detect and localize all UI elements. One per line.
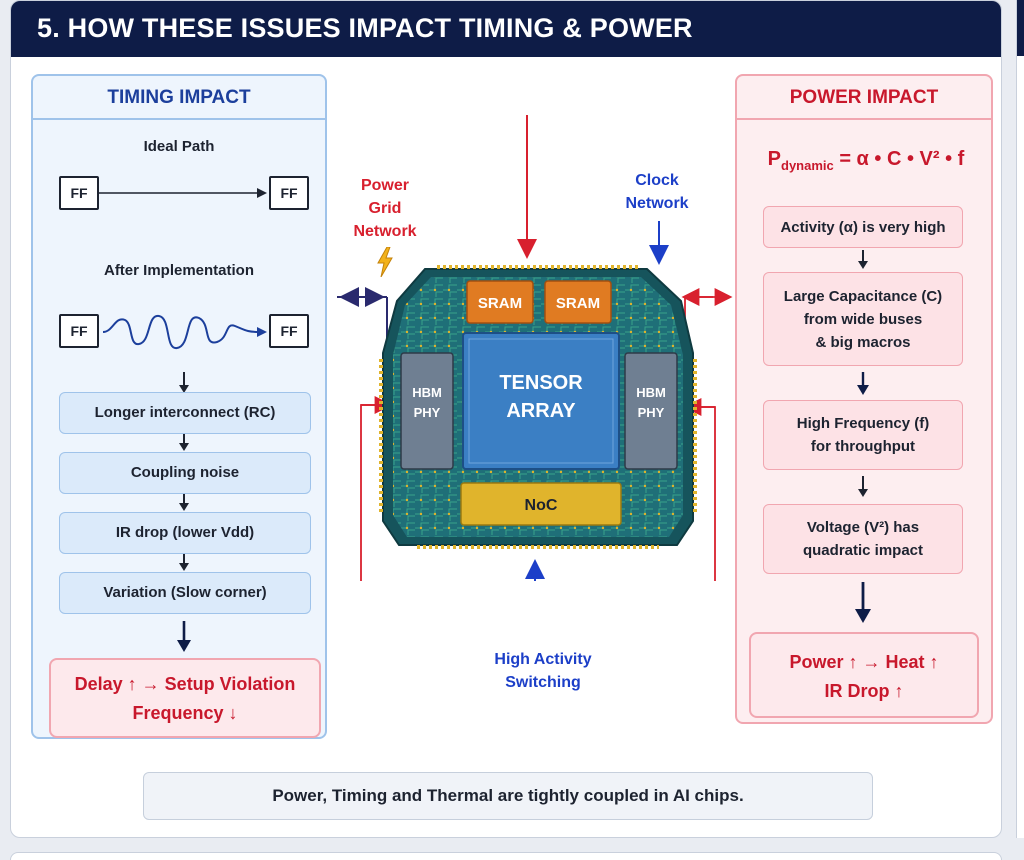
after-ff-start: FF — [59, 314, 99, 348]
power-panel-title: POWER IMPACT — [737, 76, 991, 120]
footer-summary: Power, Timing and Thermal are tightly co… — [143, 772, 873, 820]
hbm-phy-block-right — [624, 352, 678, 470]
timing-step-coupling-noise: Coupling noise — [59, 452, 311, 494]
after-ff-end: FF — [269, 314, 309, 348]
tensor-label-1: TENSOR — [499, 372, 583, 394]
dynamic-power-formula: Pdynamic = α • C • V² • f — [767, 148, 965, 173]
sram-block-left — [466, 280, 534, 324]
tensor-label-2: ARRAY — [506, 400, 576, 422]
power-step-capacitance: Large Capacitance (C) from wide buses & … — [763, 272, 963, 366]
timing-panel-title: TIMING IMPACT — [33, 76, 325, 120]
next-card-edge — [10, 852, 1002, 860]
timing-arrow-down-4 — [179, 554, 189, 571]
section-title: 5. HOW THESE ISSUES IMPACT TIMING & POWE… — [11, 1, 1001, 57]
noc-label: NoC — [525, 497, 558, 514]
clock-network-label: Clock Network — [625, 172, 689, 212]
hbm-label-left-1: HBM — [412, 385, 442, 400]
timing-step-ir-drop: IR drop (lower Vdd) — [59, 512, 311, 554]
noc-block — [460, 482, 622, 526]
ideal-path-label: Ideal Path — [143, 138, 215, 155]
power-result-box: Power ↑ → Heat ↑ IR Drop ↑ — [749, 632, 979, 718]
timing-arrow-down-2 — [179, 434, 189, 451]
timing-arrow-down-result — [177, 621, 191, 652]
power-arrow-down-2 — [857, 372, 869, 395]
ideal-ff-end: FF — [269, 176, 309, 210]
timing-step-interconnect: Longer interconnect (RC) — [59, 392, 311, 434]
power-step-voltage: Voltage (V²) has quadratic impact — [763, 504, 963, 574]
after-implementation-label: After Implementation — [103, 262, 254, 279]
power-result-heat: Power ↑ → Heat ↑ — [789, 652, 939, 672]
ideal-ff-start: FF — [59, 176, 99, 210]
adjacent-card-edge — [1016, 0, 1024, 838]
power-arrow-down-result — [855, 582, 871, 623]
sram-label-right: SRAM — [556, 295, 600, 312]
timing-result-delay: Delay ↑ → Setup Violation — [74, 674, 296, 694]
tensor-array-block — [462, 332, 620, 470]
section-card: 5. HOW THESE ISSUES IMPACT TIMING & POWE… — [10, 0, 1002, 838]
ideal-path-arrow — [99, 188, 267, 198]
power-arrow-down-1 — [858, 250, 868, 269]
sram-label-left: SRAM — [478, 295, 522, 312]
power-grid-network-label: Power Grid Network — [353, 177, 417, 240]
ai-chip-diagram: SRAM SRAM HBM PHY HBM PHY TENSOR ARRAY N… — [337, 115, 733, 581]
power-arrow-down-3 — [858, 476, 868, 497]
sram-block-right — [544, 280, 612, 324]
high-activity-switching-label: High Activity Switching — [494, 651, 592, 691]
timing-arrow-down-1 — [179, 372, 189, 393]
power-result-ir-drop: IR Drop ↑ — [824, 681, 904, 701]
power-impact-panel: POWER IMPACT Pdynamic = α • C • V² • f A… — [735, 74, 993, 724]
power-step-frequency: High Frequency (f) for throughput — [763, 400, 963, 470]
noisy-path-wave — [102, 315, 267, 349]
timing-arrow-down-3 — [179, 494, 189, 511]
timing-result-frequency: Frequency ↓ — [132, 703, 238, 723]
timing-result-box: Delay ↑ → Setup Violation Frequency ↓ — [49, 658, 321, 738]
power-step-activity: Activity (α) is very high — [763, 206, 963, 248]
hbm-label-left-2: PHY — [414, 405, 441, 420]
hbm-label-right-2: PHY — [638, 405, 665, 420]
hbm-label-right-1: HBM — [636, 385, 666, 400]
lightning-icon — [377, 247, 393, 277]
timing-step-variation: Variation (Slow corner) — [59, 572, 311, 614]
timing-impact-panel: TIMING IMPACT Ideal Path FF FF After Imp… — [31, 74, 327, 739]
hbm-phy-block-left — [400, 352, 454, 470]
